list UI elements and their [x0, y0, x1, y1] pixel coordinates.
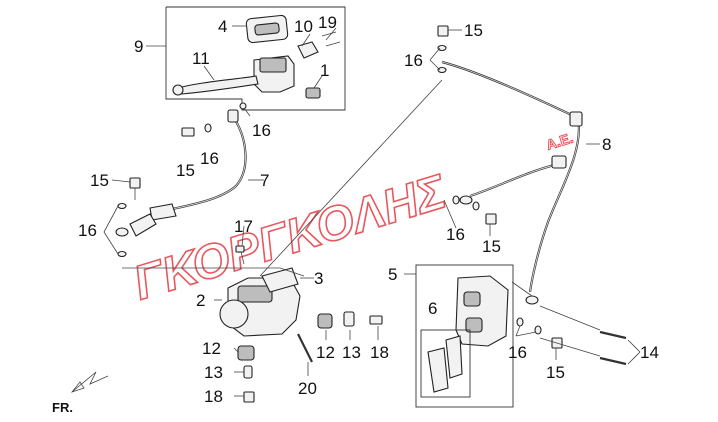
callout-labels: 9 4 10 19 11 1 16 15 16 7 15 16 17 3 2 1…: [78, 13, 659, 406]
brake-lever: [177, 75, 259, 95]
brake-lever-tip: [172, 84, 184, 96]
callout-11: 11: [192, 49, 210, 68]
hose-7-fitting-top: [227, 109, 239, 123]
master-cylinder-reservoir: [259, 57, 287, 73]
direction-arrow-icon: [71, 371, 109, 393]
hose-8-banjo-bottom: [525, 295, 539, 305]
screw-19a: [321, 31, 337, 37]
callout-16a: 16: [252, 121, 271, 140]
bolt-15-upper: [181, 127, 195, 137]
rear-caliper-assembly: [415, 264, 627, 408]
bolt-18-right: [369, 315, 383, 325]
hose-8: [441, 60, 581, 293]
caliper-piston: [219, 299, 249, 329]
bolt-14-b: [599, 356, 627, 366]
callout-15c: 15: [464, 21, 483, 40]
callout-17: 17: [234, 217, 253, 236]
front-direction-indicator: FR.: [52, 371, 109, 415]
callout-13b: 13: [204, 363, 223, 382]
hose-7-banjo: [149, 203, 177, 221]
screw-19b: [325, 41, 341, 47]
hose-7-banjo-eye: [115, 227, 129, 237]
rear-caliper-frame: [415, 264, 514, 408]
master-cylinder-frame: [165, 6, 346, 111]
callout-8: 8: [602, 135, 611, 154]
callout-19: 19: [318, 13, 337, 32]
reservoir-diaphragm: [254, 22, 280, 36]
hose-8-banjo-left: [459, 195, 473, 205]
caliper-piston-housing: [237, 285, 273, 303]
callout-15a: 15: [176, 161, 195, 180]
callout-16f: 16: [508, 343, 527, 362]
callout-20: 20: [298, 379, 317, 398]
rear-caliper-body: [455, 275, 509, 347]
bolt-14-a: [599, 330, 627, 340]
master-cylinder-assembly: [165, 6, 346, 111]
rear-caliper-piston-b: [465, 317, 483, 333]
callout-12b: 12: [316, 343, 335, 362]
pin-13-right: [343, 311, 355, 327]
callout-15d: 15: [482, 237, 501, 256]
bolt-18-left: [243, 391, 255, 403]
washer-16-left-top: [117, 202, 127, 210]
washer-16-mid-b: [472, 201, 480, 211]
washer-16-low-a: [516, 317, 524, 327]
bolt-20: [297, 333, 313, 363]
caliper-bracket: [261, 267, 299, 293]
callout-16c: 16: [78, 221, 97, 240]
bolt-15-top: [437, 25, 449, 37]
hose-8-clip: [551, 155, 567, 169]
washer-16-top-b: [437, 66, 447, 74]
callout-15b: 15: [90, 171, 109, 190]
callout-1: 1: [320, 61, 329, 80]
callout-14: 14: [640, 343, 659, 362]
callout-2: 2: [196, 291, 205, 310]
callout-18a: 18: [370, 343, 389, 362]
watermark-suffix: Α.Ε.: [544, 130, 575, 153]
hose-8-joint: [569, 111, 583, 127]
bolt-15-mid: [485, 213, 497, 225]
washer-16-left-bottom: [117, 250, 127, 258]
watermark: ΓΚΟΡΓΚΟΛΗΣ Α.Ε.: [127, 129, 576, 311]
leader-lines: [103, 25, 641, 397]
bolt-15-left: [129, 177, 141, 189]
pin-13-left: [243, 365, 253, 379]
brake-pad-b: [445, 335, 463, 379]
handlebar-clamp: [297, 41, 319, 59]
callout-15e: 15: [546, 363, 565, 382]
brake-switch: [305, 87, 321, 99]
washer-16-top-a: [437, 44, 447, 52]
brake-hose-rear: [437, 25, 583, 349]
callout-6: 6: [428, 299, 437, 318]
brake-pad-a: [427, 347, 449, 393]
hose-7-elbow: [129, 213, 157, 237]
callout-9: 9: [134, 37, 143, 56]
callout-4: 4: [218, 17, 227, 36]
callout-13a: 13: [342, 343, 361, 362]
callout-7: 7: [260, 171, 269, 190]
callout-10: 10: [294, 17, 313, 36]
callout-5: 5: [388, 265, 397, 284]
upper-left-fasteners: [117, 123, 212, 258]
callout-3: 3: [314, 269, 323, 288]
pad-kit-frame: [420, 329, 471, 398]
callout-12a: 12: [202, 339, 221, 358]
callout-18b: 18: [204, 387, 223, 406]
boot-12-right: [317, 313, 333, 329]
washer-16-upper: [204, 123, 212, 133]
rear-caliper-piston-a: [463, 291, 481, 307]
boot-12-left: [237, 345, 255, 361]
direction-label: FR.: [52, 400, 73, 415]
master-banjo-washer: [239, 102, 247, 110]
washer-16-low-b: [534, 325, 542, 335]
callout-16e: 16: [446, 225, 465, 244]
callout-16d: 16: [404, 51, 423, 70]
brake-hose-front: [115, 109, 247, 237]
callout-16b: 16: [200, 149, 219, 168]
washer-16-mid-a: [452, 195, 460, 205]
front-brake-caliper: [219, 245, 383, 403]
